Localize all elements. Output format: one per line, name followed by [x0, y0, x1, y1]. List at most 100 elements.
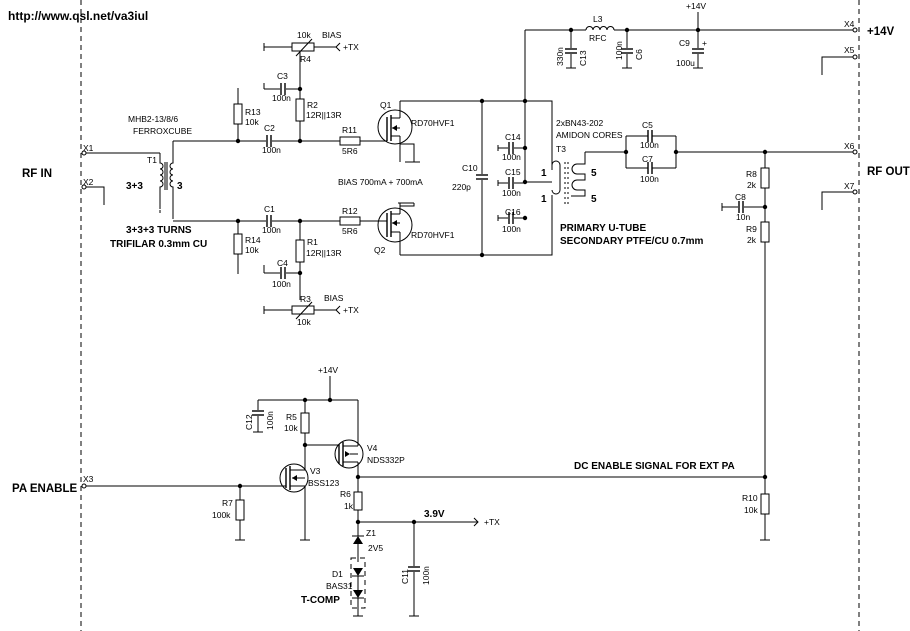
mosfet-v3: V3 BSS123 — [279, 462, 339, 541]
svg-text:D1: D1 — [332, 569, 343, 579]
capacitor-c13: C13 330n — [555, 30, 588, 69]
svg-text:R1: R1 — [307, 237, 318, 247]
svg-text:L3: L3 — [593, 14, 603, 24]
svg-text:C4: C4 — [277, 258, 288, 268]
port-supply: +14V X4 X5 — [821, 19, 895, 75]
resistor-r1: R1 12R||13R — [295, 221, 342, 300]
svg-text:10k: 10k — [297, 317, 311, 327]
transformer-t1: MHB2-13/8/6 FERROXCUBE T1 3+3 3 3+3+3 TU… — [110, 114, 207, 250]
svg-text:10k: 10k — [284, 423, 298, 433]
resistor-r2: R2 12R||13R — [295, 98, 342, 141]
svg-text:100n: 100n — [262, 145, 281, 155]
svg-text:C1: C1 — [264, 204, 275, 214]
svg-text:100n: 100n — [502, 224, 521, 234]
svg-text:2k: 2k — [747, 180, 757, 190]
svg-text:10k: 10k — [744, 505, 758, 515]
svg-text:R9: R9 — [746, 224, 757, 234]
mosfet-q1: Q1 RD70HVF1 — [376, 100, 482, 163]
svg-text:5: 5 — [591, 194, 597, 205]
supply-label-top: +14V — [686, 1, 706, 11]
svg-text:5: 5 — [591, 168, 597, 179]
inductor-l3: L3 RFC — [585, 14, 615, 43]
resistor-r6: R6 1k — [340, 489, 363, 536]
svg-text:R12: R12 — [342, 206, 358, 216]
svg-text:AMIDON CORES: AMIDON CORES — [556, 130, 623, 140]
resistor-r11: R11 5R6 — [339, 125, 376, 156]
svg-text:100n: 100n — [640, 140, 659, 150]
svg-text:X1: X1 — [83, 143, 94, 153]
bias-current-note: BIAS 700mA + 700mA — [338, 177, 423, 187]
svg-text:C12: C12 — [244, 414, 254, 430]
svg-text:C14: C14 — [505, 132, 521, 142]
trimmer-r3: +TX R3 10k BIAS — [263, 293, 359, 327]
svg-text:C2: C2 — [264, 123, 275, 133]
svg-text:RF OUT: RF OUT — [867, 166, 910, 178]
drain-rail-bottom — [482, 195, 553, 256]
svg-text:10k: 10k — [297, 30, 311, 40]
resistor-r5: R5 10k — [284, 400, 310, 462]
capacitor-c12: C12 100n — [244, 400, 275, 433]
capacitor-c15: C15 100n — [497, 167, 525, 198]
svg-text:220p: 220p — [452, 182, 471, 192]
svg-text:1k: 1k — [344, 501, 354, 511]
svg-text:1: 1 — [541, 194, 547, 205]
resistor-r13: R13 10k — [233, 88, 261, 141]
capacitor-c14: C14 100n — [497, 132, 525, 162]
svg-text:1: 1 — [541, 168, 547, 179]
trimmer-r4: +TX 10k R4 BIAS — [263, 30, 359, 99]
svg-text:100n: 100n — [421, 566, 431, 585]
svg-text:R8: R8 — [746, 169, 757, 179]
svg-text:R4: R4 — [300, 54, 311, 64]
capacitor-c16: C16 100n — [497, 207, 525, 234]
svg-text:T3: T3 — [556, 144, 566, 154]
svg-text:100n: 100n — [265, 411, 275, 430]
svg-text:R11: R11 — [342, 125, 357, 135]
capacitor-c9: + C9 100u — [676, 30, 707, 69]
svg-text:R14: R14 — [245, 235, 261, 245]
voltage-39v-label: 3.9V — [424, 509, 445, 520]
capacitor-c3: C3 100n — [263, 71, 300, 103]
supply-label-enable: +14V — [318, 365, 338, 375]
svg-text:X4: X4 — [844, 19, 855, 29]
capacitor-c4: C4 100n — [263, 258, 300, 289]
svg-text:C3: C3 — [277, 71, 288, 81]
svg-text:100n: 100n — [272, 93, 291, 103]
capacitor-c7: C7 100n — [626, 154, 676, 184]
diode-d1: D1 BAS31 T-COMP — [301, 557, 366, 617]
svg-text:5R6: 5R6 — [342, 226, 358, 236]
port-rf-in: RF IN X1 X2 — [22, 143, 160, 205]
resistor-r12: R12 5R6 — [339, 206, 376, 236]
svg-text:C11: C11 — [400, 569, 410, 584]
svg-text:C15: C15 — [505, 167, 521, 177]
port-pa-enable: PA ENABLE X3 — [12, 474, 286, 495]
svg-text:C6: C6 — [634, 49, 644, 60]
svg-text:MHB2-13/8/6: MHB2-13/8/6 — [128, 114, 178, 124]
svg-text:R10: R10 — [742, 493, 758, 503]
capacitor-c8: C8 10n — [721, 192, 765, 222]
svg-text:Q1: Q1 — [380, 100, 392, 110]
svg-text:100k: 100k — [212, 510, 231, 520]
svg-text:C10: C10 — [462, 163, 478, 173]
svg-text:PA ENABLE: PA ENABLE — [12, 483, 78, 495]
svg-text:RD70HVF1: RD70HVF1 — [411, 118, 455, 128]
svg-text:R13: R13 — [245, 107, 261, 117]
svg-text:V3: V3 — [310, 466, 321, 476]
svg-text:C13: C13 — [578, 50, 588, 66]
svg-text:10n: 10n — [736, 212, 750, 222]
resistor-r14: R14 10k — [233, 221, 261, 274]
svg-text:RF IN: RF IN — [22, 168, 52, 180]
svg-text:NDS332P: NDS332P — [367, 455, 405, 465]
capacitor-c11: C11 100n — [400, 522, 431, 617]
svg-text:Z1: Z1 — [366, 528, 376, 538]
svg-text:R3: R3 — [300, 294, 311, 304]
mosfet-v4: V4 NDS332P — [334, 400, 405, 492]
port-rf-out: RF OUT X6 X7 — [821, 141, 910, 210]
svg-text:BSS123: BSS123 — [308, 478, 339, 488]
svg-text:BIAS: BIAS — [324, 293, 344, 303]
capacitor-c6: C6 100n — [614, 30, 644, 69]
drain-rail-top — [482, 100, 553, 170]
svg-text:2xBN43-202: 2xBN43-202 — [556, 118, 604, 128]
svg-text:X6: X6 — [844, 141, 855, 151]
svg-text:2V5: 2V5 — [368, 543, 383, 553]
svg-text:C8: C8 — [735, 192, 746, 202]
